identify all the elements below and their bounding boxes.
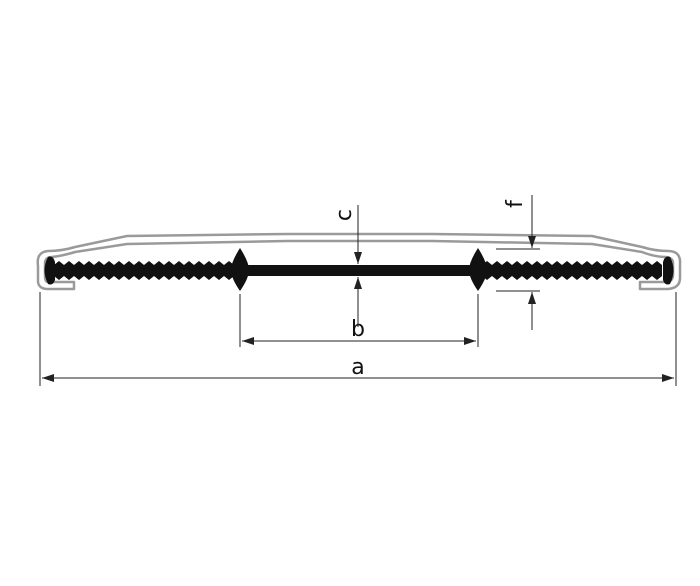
center-bulb-right — [469, 248, 487, 291]
dimension-label-c: c — [332, 209, 357, 221]
cover-outline — [36, 232, 682, 291]
ribbed-arm-left — [54, 261, 234, 280]
dimension-label-a: a — [351, 355, 364, 380]
end-bulb-right — [663, 256, 674, 285]
central-web — [240, 265, 478, 276]
rib-teeth — [482, 261, 662, 280]
extension-lines — [39, 248, 677, 386]
ribbed-arm-right — [482, 261, 662, 280]
dimension-label-f: f — [503, 199, 528, 208]
dimension-label-b: b — [351, 317, 365, 342]
center-bulb-left — [231, 248, 249, 291]
end-bulb-left — [44, 256, 55, 285]
rib-teeth — [54, 261, 234, 280]
